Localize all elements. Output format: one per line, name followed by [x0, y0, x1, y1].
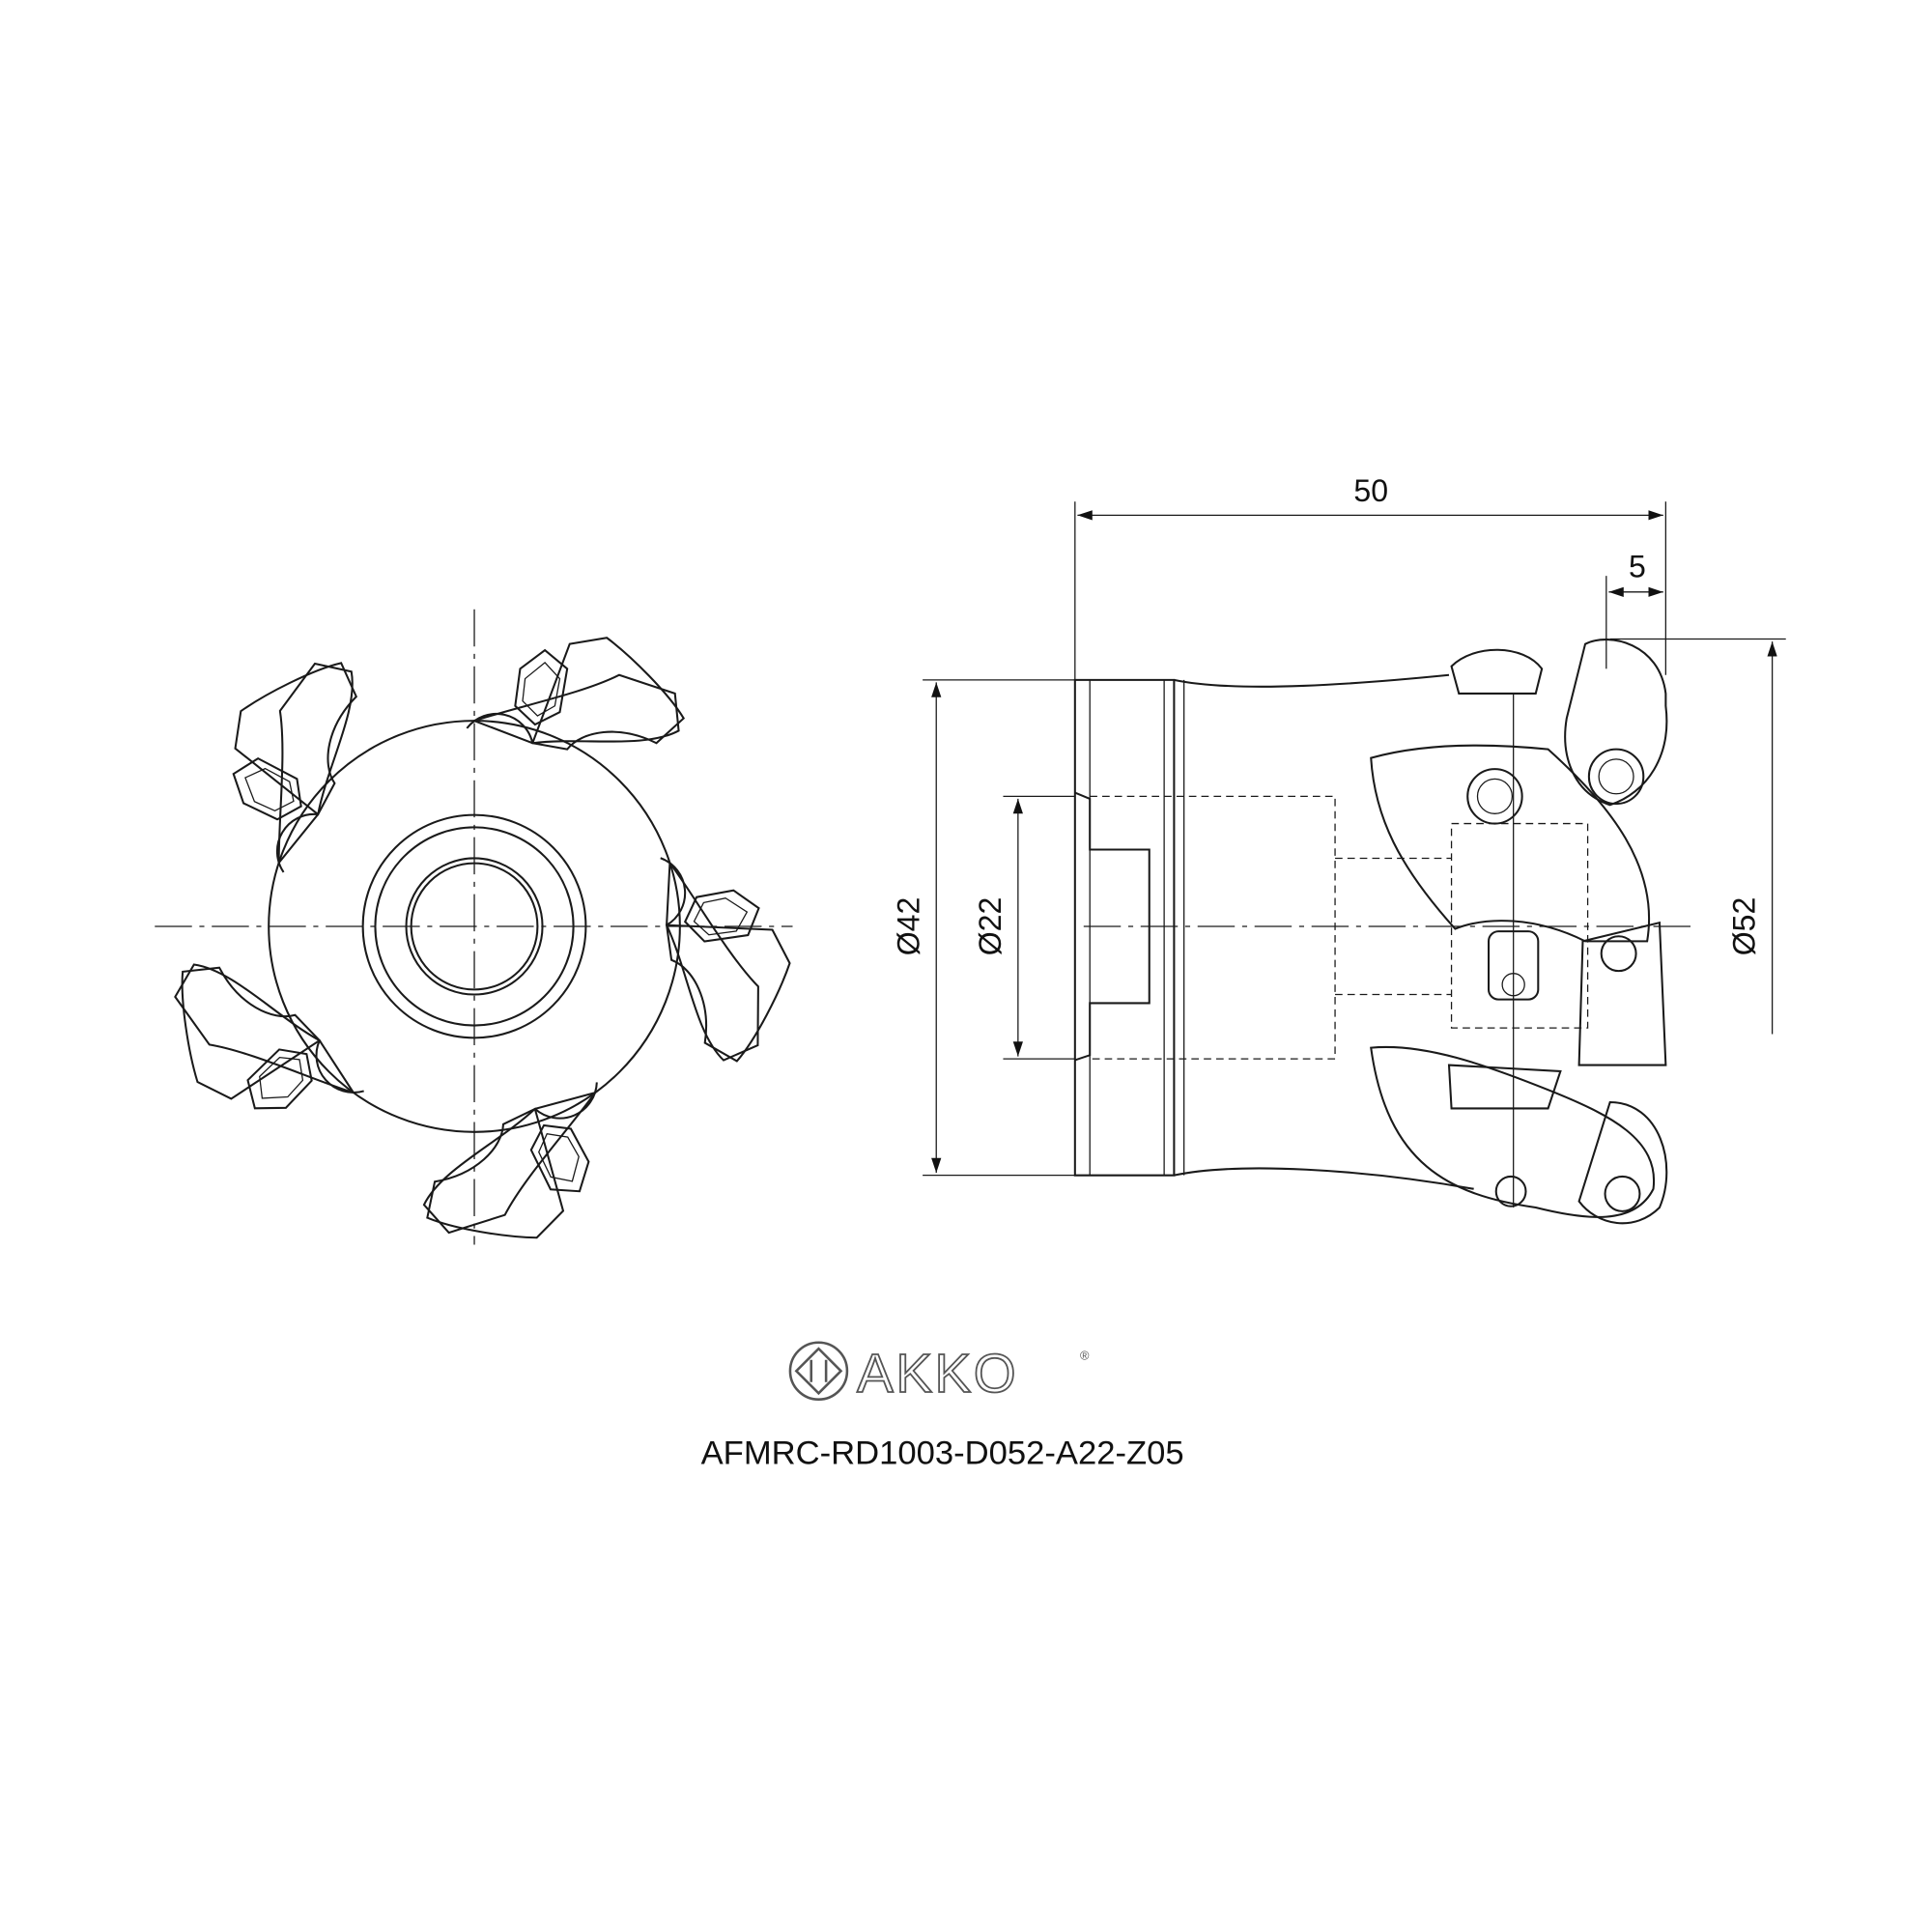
- insert-pocket: [466, 637, 686, 751]
- registered-mark: ®: [1080, 1349, 1090, 1363]
- dimensions: 50 5 Ø42 Ø22 Ø52: [891, 473, 1786, 1177]
- body-top: [1174, 673, 1450, 688]
- dim-overall-length: 50: [1353, 473, 1388, 508]
- dim-body-diameter: Ø42: [891, 897, 925, 956]
- end-view: [134, 609, 815, 1285]
- bore-chamfer: [361, 813, 587, 1039]
- dim-insert-offset: 5: [1629, 549, 1646, 583]
- logo-text: AKKO: [857, 1343, 1018, 1404]
- bore-inner: [410, 862, 539, 991]
- dim-cutting-diameter: Ø52: [1727, 897, 1762, 956]
- side-view: [1073, 639, 1691, 1225]
- body-bottom: [1174, 1167, 1474, 1190]
- bore: [405, 857, 544, 996]
- part-number: AFMRC-RD1003-D052-A22-Z05: [701, 1435, 1184, 1471]
- akko-logo: AKKO ®: [788, 1341, 1090, 1405]
- bore-relief: [374, 826, 575, 1027]
- drive-slot: [1074, 791, 1151, 1062]
- dim-bore-diameter: Ø22: [973, 897, 1008, 956]
